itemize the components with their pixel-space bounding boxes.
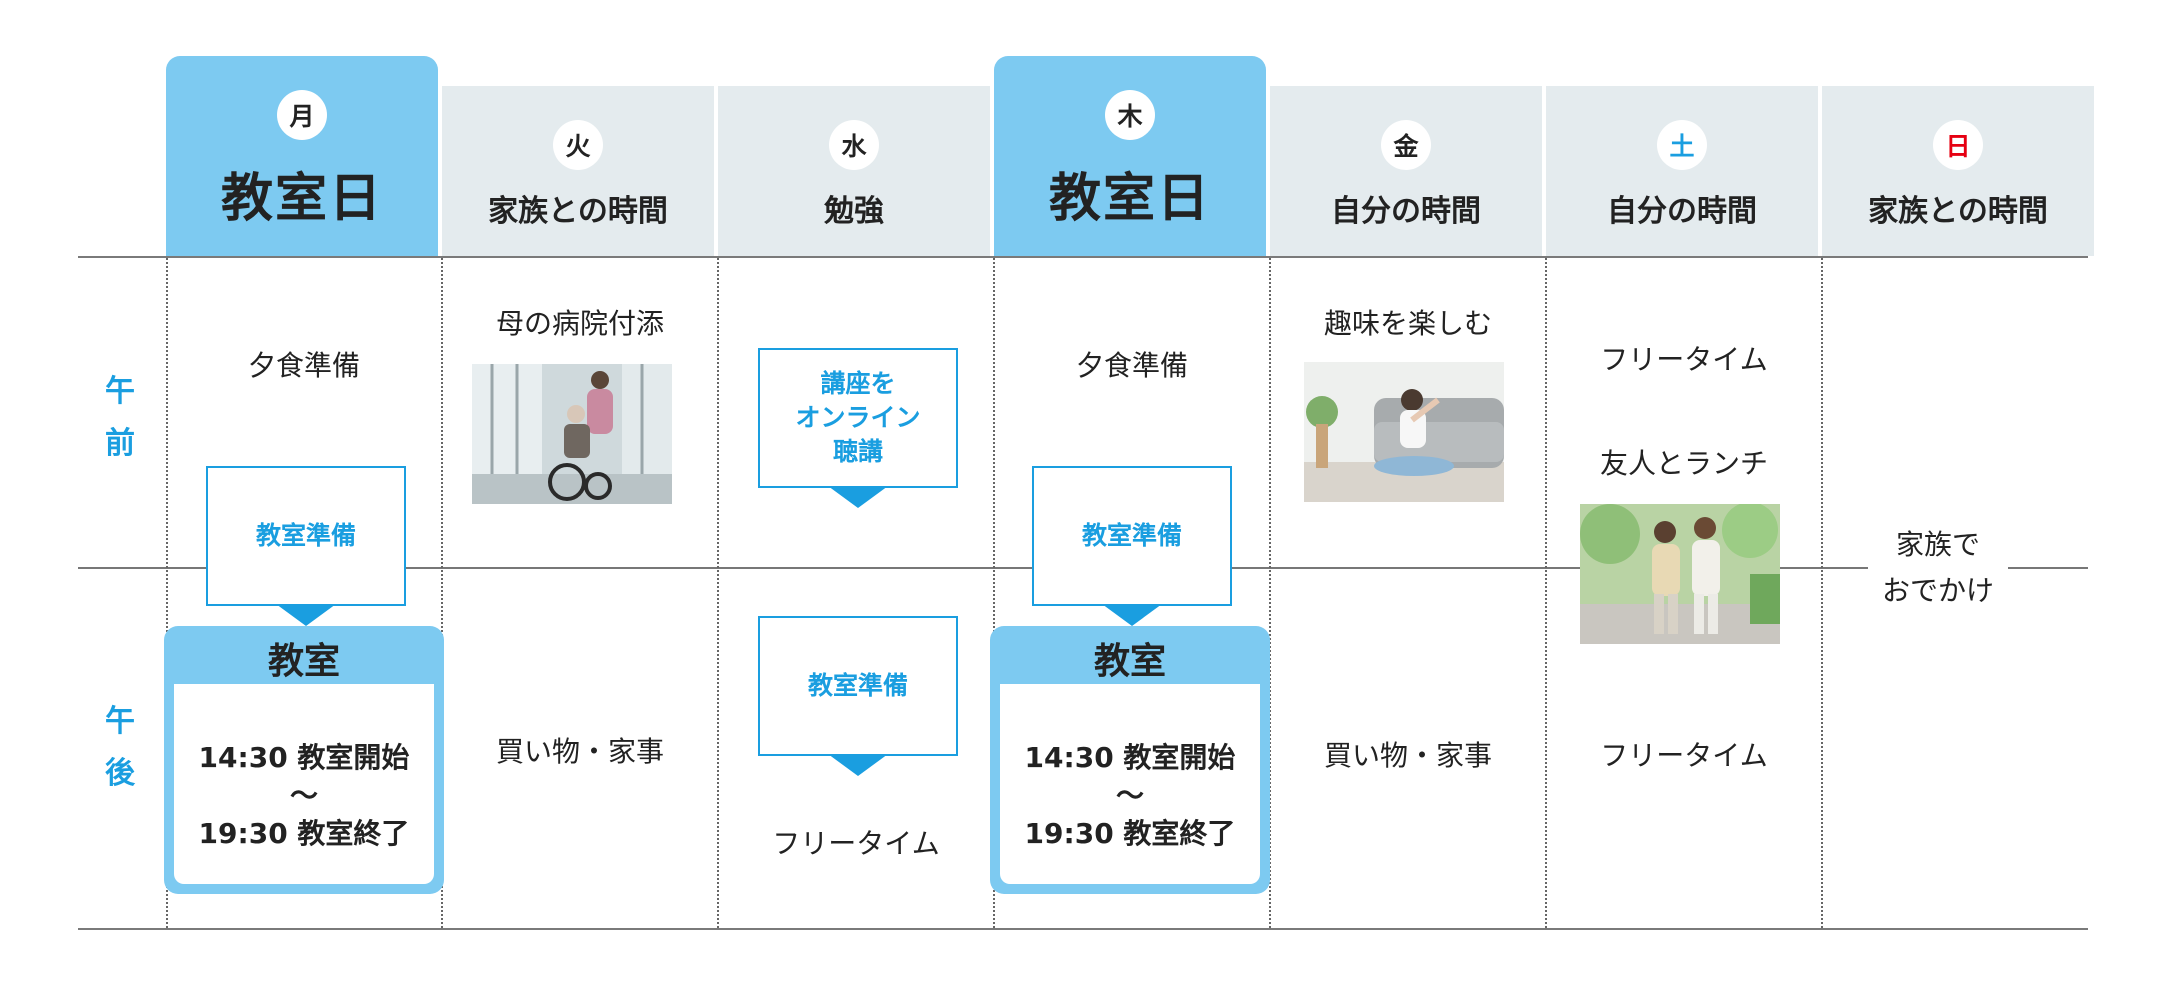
mon-prep-callout: 教室準備: [206, 466, 406, 606]
wed-prep-callout: 教室準備: [758, 616, 958, 756]
thu-classroom-title: 教室: [1093, 641, 1166, 682]
bottom-divider: [78, 928, 2088, 930]
sun-outing-line2: おでかけ: [1882, 574, 1995, 607]
column-divider: [993, 258, 995, 928]
period-pm-char1: 午: [105, 704, 135, 739]
day-label-fri: 自分の時間: [1331, 194, 1481, 229]
wed-online-line1: 講座を: [820, 369, 896, 398]
period-pm: 午 後: [96, 696, 144, 800]
thu-classroom-body: 14:30 教室開始 〜 19:30 教室終了: [1000, 684, 1260, 884]
header-thu: 木 教室日: [994, 56, 1266, 256]
day-circle-tue: 火: [553, 120, 603, 170]
stretching-photo-svg: [1304, 362, 1504, 502]
stretching-woman-photo: [1304, 362, 1504, 502]
sat-am-text-2: 友人とランチ: [1599, 447, 1768, 480]
wed-online-callout: 講座を オンライン 聴講: [758, 348, 958, 488]
column-divider: [1269, 258, 1271, 928]
mon-class-start: 14:30 教室開始: [198, 741, 410, 774]
column-divider: [1545, 258, 1547, 928]
period-pm-char2: 後: [105, 756, 135, 791]
day-circle-sun: 日: [1933, 120, 1983, 170]
mon-class-end: 19:30 教室終了: [198, 817, 410, 850]
sat-pm-text: フリータイム: [1600, 739, 1768, 772]
day-circle-mon: 月: [277, 90, 327, 140]
day-label-wed: 勉強: [824, 194, 884, 229]
day-circle-thu: 木: [1105, 90, 1155, 140]
wheelchair-photo-svg: [472, 364, 672, 504]
header-mon: 月 教室日: [166, 56, 438, 256]
mon-classroom-title: 教室: [267, 641, 340, 682]
day-label-tue: 家族との時間: [488, 194, 668, 229]
header-sun: 日 家族との時間: [1822, 86, 2094, 256]
thu-class-start: 14:30 教室開始: [1024, 741, 1236, 774]
mon-classroom-body: 14:30 教室開始 〜 19:30 教室終了: [174, 684, 434, 884]
day-label-thu: 教室日: [1048, 169, 1211, 229]
header-fri: 金 自分の時間: [1270, 86, 1542, 256]
thu-classroom-block: 教室 14:30 教室開始 〜 19:30 教室終了: [990, 626, 1270, 894]
sun-outing-line1: 家族で: [1896, 528, 1981, 561]
header-divider: [78, 256, 2088, 258]
friends-photo-svg: [1580, 504, 1780, 644]
header-sat: 土 自分の時間: [1546, 86, 1818, 256]
fri-pm-text: 買い物・家事: [1323, 739, 1492, 772]
friends-walking-photo: [1580, 504, 1780, 644]
header-wed: 水 勉強: [718, 86, 990, 256]
period-am: 午 前: [96, 366, 144, 470]
fri-am-text: 趣味を楽しむ: [1323, 307, 1492, 340]
thu-prep-callout: 教室準備: [1032, 466, 1232, 606]
mon-classroom-block: 教室 14:30 教室開始 〜 19:30 教室終了: [164, 626, 444, 894]
column-divider: [717, 258, 719, 928]
wed-pm-text: フリータイム: [772, 827, 940, 860]
mon-am-text: 夕食準備: [247, 349, 360, 382]
day-circle-sat: 土: [1657, 120, 1707, 170]
day-label-mon: 教室日: [220, 169, 383, 229]
sat-am-text-1: フリータイム: [1600, 343, 1768, 376]
thu-class-tilde: 〜: [1115, 779, 1144, 812]
column-divider: [1821, 258, 1823, 928]
wheelchair-hospital-photo: [472, 364, 672, 504]
tue-am-text: 母の病院付添: [495, 307, 664, 340]
wed-online-line3: 聴講: [832, 437, 883, 466]
period-am-char1: 午: [105, 374, 135, 409]
sun-outing-label: 家族で おでかけ: [1868, 522, 2009, 614]
header-tue: 火 家族との時間: [442, 86, 714, 256]
thu-class-end: 19:30 教室終了: [1024, 817, 1236, 850]
day-circle-wed: 水: [829, 120, 879, 170]
day-circle-fri: 金: [1381, 120, 1431, 170]
tue-pm-text: 買い物・家事: [495, 735, 664, 768]
column-divider: [166, 258, 168, 928]
day-label-sat: 自分の時間: [1607, 194, 1757, 229]
column-divider: [441, 258, 443, 928]
wed-online-line2: オンライン: [795, 403, 921, 432]
period-am-char2: 前: [105, 426, 135, 461]
thu-am-text: 夕食準備: [1075, 349, 1188, 382]
mon-class-tilde: 〜: [289, 779, 318, 812]
day-label-sun: 家族との時間: [1868, 194, 2048, 229]
